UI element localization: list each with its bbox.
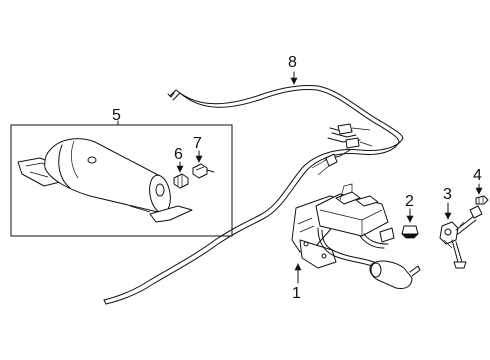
part-7-bolt (192, 163, 215, 179)
callout-3-label: 3 (443, 186, 452, 203)
callout-2: 2 (405, 193, 414, 223)
evap-canister (17, 138, 193, 223)
callout-8: 8 (288, 54, 298, 85)
callout-3: 3 (443, 186, 452, 220)
part-2-grommet (401, 225, 419, 239)
part-5-frame (10, 124, 233, 237)
leak-detection-module (291, 183, 421, 289)
callout-6-label: 6 (174, 146, 183, 163)
callout-6: 6 (174, 146, 184, 173)
callout-8-label: 8 (288, 54, 297, 71)
callout-7: 7 (193, 135, 203, 163)
callout-2-label: 2 (405, 193, 414, 210)
part-3-sensor (439, 205, 483, 269)
part-4-fastener (475, 195, 489, 205)
callout-7-label: 7 (193, 135, 202, 152)
callout-5: 5 (112, 107, 121, 126)
callout-4: 4 (473, 167, 483, 195)
callout-1: 1 (292, 263, 302, 302)
callout-1-label: 1 (292, 285, 301, 302)
part-6-grommet (173, 173, 189, 189)
callout-5-label: 5 (112, 107, 121, 124)
vapor-line-assembly (103, 85, 404, 305)
callout-4-label: 4 (473, 167, 482, 184)
